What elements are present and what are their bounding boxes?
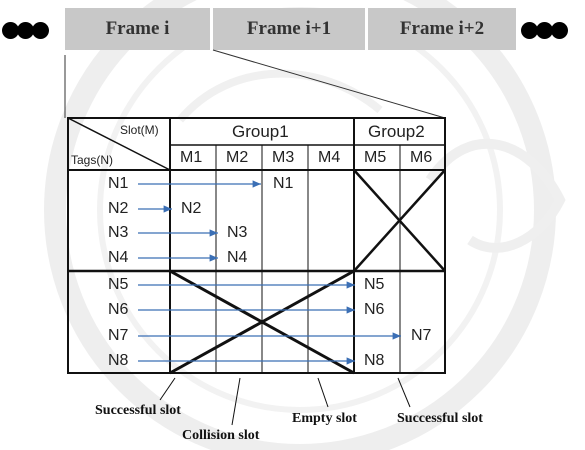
- column-m6: M6: [410, 149, 433, 166]
- column-m1: M1: [180, 149, 203, 166]
- cell-m1-n2: N2: [181, 200, 202, 217]
- caption-successful-slot-right: Successful slot: [397, 411, 483, 426]
- ellipsis-left-icon: [2, 22, 49, 39]
- caption-pointers: [159, 377, 411, 426]
- ellipsis-right-icon: [521, 22, 568, 39]
- slot-table-grid: [67, 117, 446, 374]
- group2-label: Group2: [368, 122, 425, 141]
- column-m5: M5: [364, 149, 387, 166]
- empty-cross-group2: [353, 169, 446, 272]
- cell-m2-n3: N3: [227, 224, 248, 241]
- tag-assignment-arrows: [138, 180, 401, 365]
- corner-tags-label: Tags(N): [71, 153, 114, 167]
- tag-n2: N2: [108, 200, 129, 217]
- tag-n4: N4: [108, 249, 129, 266]
- corner-slot-label: Slot(M): [120, 123, 159, 137]
- cell-m5-n5: N5: [364, 276, 385, 293]
- caption-empty-slot: Empty slot: [292, 411, 357, 426]
- cell-m5-n6: N6: [364, 301, 385, 318]
- tag-n3: N3: [108, 224, 129, 241]
- cell-m3-n1: N1: [273, 175, 294, 192]
- cell-m2-n4: N4: [227, 249, 248, 266]
- tag-n6: N6: [108, 301, 129, 318]
- tag-n7: N7: [108, 327, 129, 344]
- tag-n5: N5: [108, 276, 129, 293]
- frame-sequence-bar: Frame i Frame i+1 Frame i+2: [0, 0, 585, 60]
- frame-i: Frame i: [65, 8, 213, 50]
- column-m3: M3: [272, 149, 295, 166]
- cell-m5-n8: N8: [364, 352, 385, 369]
- column-m4: M4: [318, 149, 341, 166]
- collision-cross-group1: [169, 269, 355, 375]
- tag-n8: N8: [108, 352, 129, 369]
- frame-i-plus-1: Frame i+1: [213, 8, 368, 50]
- zoom-line-right: [212, 49, 446, 119]
- cell-m6-n7: N7: [411, 327, 432, 344]
- column-m2: M2: [226, 149, 249, 166]
- tag-n1: N1: [108, 175, 129, 192]
- caption-collision-slot: Collision slot: [182, 428, 260, 443]
- caption-successful-slot-left: Successful slot: [95, 403, 181, 418]
- group1-label: Group1: [232, 122, 289, 141]
- frame-i-plus-2: Frame i+2: [368, 8, 519, 50]
